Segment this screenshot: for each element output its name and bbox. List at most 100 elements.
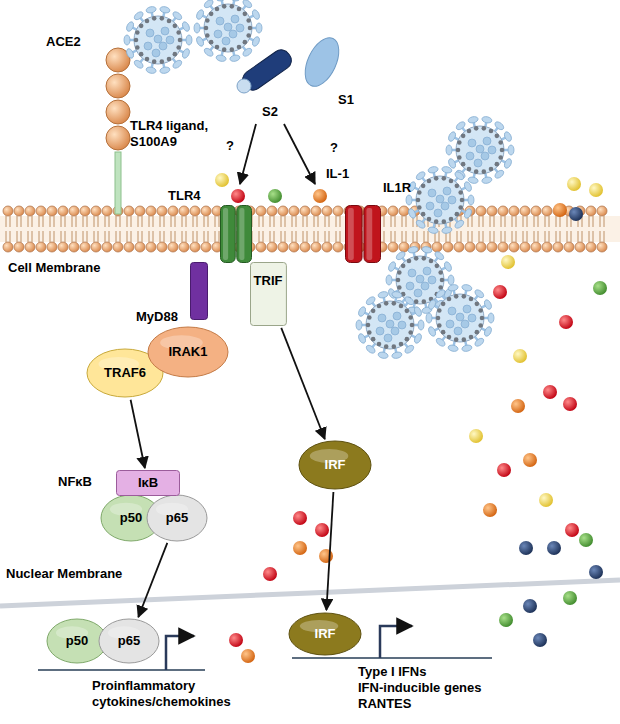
spike-head xyxy=(483,299,493,311)
spike-head xyxy=(181,21,191,33)
envelope-protein xyxy=(498,155,503,160)
envelope-protein xyxy=(427,217,432,222)
envelope-protein xyxy=(371,337,376,342)
virus-particle xyxy=(446,116,514,185)
lipid-tail xyxy=(259,216,263,242)
cytokine-dot xyxy=(547,541,561,555)
lipid-tail xyxy=(182,216,186,242)
subunit-ellipse: p65 xyxy=(146,494,208,542)
spike-head xyxy=(461,284,472,292)
envelope-protein xyxy=(392,301,397,306)
spike-head xyxy=(503,158,513,170)
shape-fill xyxy=(147,495,207,541)
spike-head xyxy=(159,66,170,74)
ace2-domain xyxy=(106,100,130,124)
shape-highlight xyxy=(223,208,228,260)
spike-head xyxy=(494,120,506,131)
envelope-protein xyxy=(167,19,172,24)
spike-head xyxy=(494,169,506,180)
lipid-tail xyxy=(83,216,87,242)
lipid-head xyxy=(311,242,321,252)
tlr4-receptor: TLR4 xyxy=(220,205,252,263)
spike-head xyxy=(415,219,427,230)
lipid-tail xyxy=(501,216,505,242)
adaptor-bar: TRIF xyxy=(250,262,287,326)
lipid-head xyxy=(476,242,486,252)
subunit-label: S2 xyxy=(262,104,278,120)
virus-envelope xyxy=(134,16,182,64)
receptor-chain xyxy=(364,206,381,263)
lipid-head xyxy=(388,206,398,216)
envelope-protein xyxy=(467,167,472,172)
envelope-protein xyxy=(461,134,466,139)
lipid-head xyxy=(80,242,90,252)
virus-core-granule xyxy=(448,307,456,315)
spike-head xyxy=(195,9,205,21)
envelope-protein xyxy=(435,264,440,269)
spike-head xyxy=(365,295,377,306)
lipid-head xyxy=(102,206,112,216)
envelope-protein xyxy=(489,129,494,134)
cytokine-dot xyxy=(543,385,557,399)
complex-label: NFκB xyxy=(58,474,92,490)
virus-core-granule xyxy=(414,289,422,297)
lipid-head xyxy=(531,242,541,252)
envelope-protein xyxy=(160,16,165,21)
spike-head xyxy=(408,246,419,254)
envelope-protein xyxy=(246,18,251,23)
transcription-factor: IRF xyxy=(288,612,362,656)
spike-head xyxy=(391,291,402,299)
envelope-protein xyxy=(135,45,140,50)
cytokine-dot xyxy=(231,189,245,203)
virus-core-granule xyxy=(428,189,436,197)
envelope-protein xyxy=(384,344,389,349)
lipid-head xyxy=(256,206,266,216)
gene-line xyxy=(292,657,492,659)
spike-head xyxy=(181,48,191,60)
lipid-tail xyxy=(391,216,395,242)
lipid-tail xyxy=(204,216,208,242)
cytokine-dot xyxy=(268,189,282,203)
spike-head xyxy=(404,295,416,306)
ligand-label: IL-1 xyxy=(326,166,349,182)
lipid-head xyxy=(58,206,68,216)
virus-core-granule xyxy=(393,312,401,320)
lipid-head xyxy=(201,242,211,252)
envelope-protein xyxy=(222,47,227,52)
virus-core-granule xyxy=(461,320,469,328)
lipid-head xyxy=(36,206,46,216)
envelope-protein xyxy=(134,38,139,43)
virus-core-granule xyxy=(423,267,431,275)
node-text: p65 xyxy=(118,634,140,649)
shape-fill xyxy=(191,263,208,320)
signal-arrow xyxy=(138,543,167,617)
envelope-protein xyxy=(399,342,404,347)
cytokine-dot xyxy=(263,567,277,581)
envelope-protein xyxy=(243,12,248,17)
lipid-head xyxy=(3,206,13,216)
envelope-protein xyxy=(178,38,183,43)
gene-label: IFN-inducible genes xyxy=(358,680,482,696)
lipid-head xyxy=(267,206,277,216)
lipid-tail xyxy=(61,216,65,242)
lipid-tail xyxy=(314,216,318,242)
envelope-protein xyxy=(215,45,220,50)
cytokine-dot xyxy=(493,285,507,299)
envelope-protein xyxy=(422,256,427,261)
virus-envelope xyxy=(416,176,464,224)
envelope-protein xyxy=(442,219,447,224)
uncertain-arrow xyxy=(240,124,256,184)
lipid-head xyxy=(267,242,277,252)
uncertain-arrow xyxy=(284,124,315,184)
lipid-head xyxy=(300,242,310,252)
envelope-protein xyxy=(139,24,144,29)
virus-core-granule xyxy=(378,314,386,322)
lipid-head xyxy=(157,206,167,216)
spike-head xyxy=(468,116,479,124)
envelope-protein xyxy=(416,198,421,203)
envelope-protein xyxy=(397,285,402,290)
shape-fill xyxy=(148,327,228,377)
shape-highlight xyxy=(366,208,372,260)
lipid-tail xyxy=(490,216,494,242)
virus-envelope xyxy=(456,126,504,174)
